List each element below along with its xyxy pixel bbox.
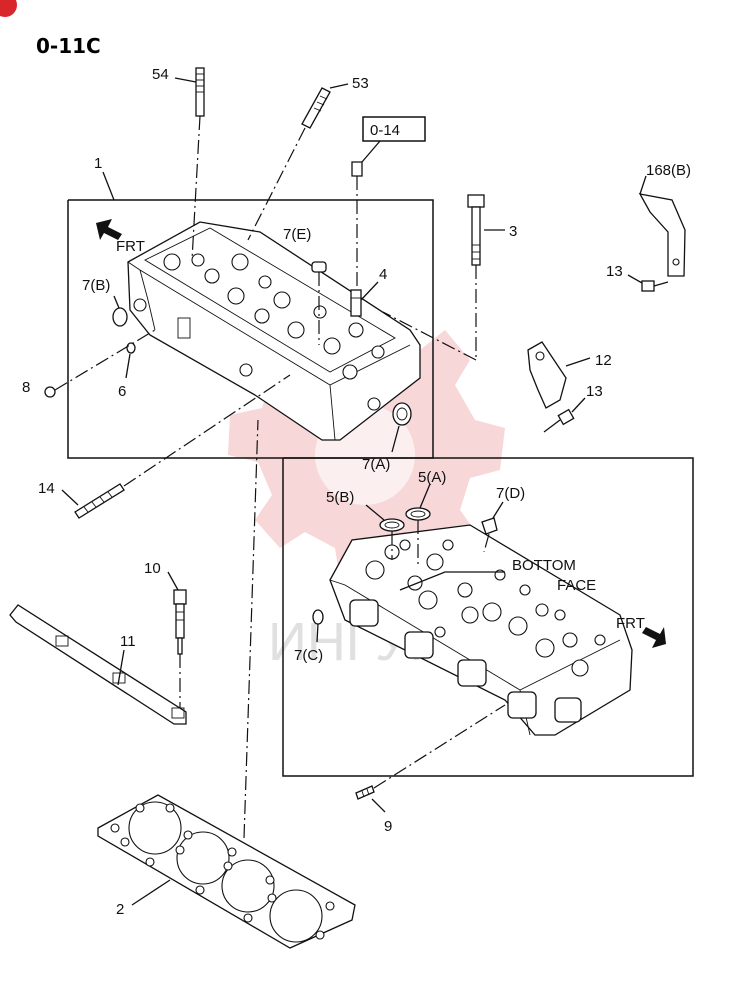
ref-box-0-14[interactable] <box>362 116 426 142</box>
callout-9: 9 <box>384 818 392 835</box>
callout-7c: 7(C) <box>294 647 323 664</box>
head-gasket-2 <box>97 794 356 949</box>
bolt-3 <box>467 194 485 266</box>
callout-5b: 5(B) <box>326 489 354 506</box>
callout-4: 4 <box>379 266 387 283</box>
label-bottom-face-1: BOTTOM <box>512 557 576 574</box>
label-frt-bottom: FRT <box>616 615 645 632</box>
label-frt-top: FRT <box>116 238 145 255</box>
cylinder-head-lower <box>329 524 633 736</box>
cylinder-head-upper <box>127 221 421 441</box>
callout-54: 54 <box>152 66 169 83</box>
injector-tip <box>351 161 363 177</box>
callout-7b: 7(B) <box>82 277 110 294</box>
callout-14: 14 <box>38 480 55 497</box>
label-bottom-face-2: FACE <box>557 577 596 594</box>
dowel-6 <box>126 342 136 354</box>
seal-5b <box>379 518 405 532</box>
callout-53: 53 <box>352 75 369 92</box>
plug-8 <box>44 386 56 398</box>
callout-168b: 168(B) <box>646 162 691 179</box>
plug-7d <box>481 517 498 535</box>
callout-12: 12 <box>595 352 612 369</box>
front-arrow-icon <box>96 219 122 240</box>
callout-2: 2 <box>116 901 124 918</box>
callout-7d: 7(D) <box>496 485 525 502</box>
callout-8: 8 <box>22 379 30 396</box>
seal-5a <box>405 507 431 521</box>
bracket-168b <box>638 193 686 277</box>
front-arrow-bottom-icon <box>642 627 666 648</box>
plug-7c <box>312 609 324 625</box>
callout-7a: 7(A) <box>362 456 390 473</box>
callout-13-lower: 13 <box>586 383 603 400</box>
callout-1: 1 <box>94 155 102 172</box>
callout-11: 11 <box>120 633 136 650</box>
page-code: 0-11C <box>36 34 101 58</box>
callout-5a: 5(A) <box>418 469 446 486</box>
part-4 <box>350 289 362 317</box>
glow-plug-10 <box>173 589 187 655</box>
seal-7a <box>392 402 412 426</box>
stud-14 <box>74 483 125 519</box>
group-box-lower <box>282 457 694 777</box>
callout-6: 6 <box>118 383 126 400</box>
stud-53 <box>301 87 331 129</box>
plug-7b <box>112 307 128 327</box>
bolt-13-upper <box>641 280 669 292</box>
callout-7e: 7(E) <box>283 226 311 243</box>
corner-badge-icon <box>0 0 17 17</box>
stud-54 <box>195 67 205 117</box>
callout-10: 10 <box>144 560 161 577</box>
bracket-12 <box>527 341 567 409</box>
ref-box-label: 0-14 <box>370 122 400 139</box>
stud-9 <box>355 785 375 800</box>
callout-13-upper: 13 <box>606 263 623 280</box>
connector-plate-11 <box>9 604 187 725</box>
bolt-13-lower <box>543 408 575 433</box>
plug-7e <box>311 261 327 273</box>
callout-3: 3 <box>509 223 517 240</box>
